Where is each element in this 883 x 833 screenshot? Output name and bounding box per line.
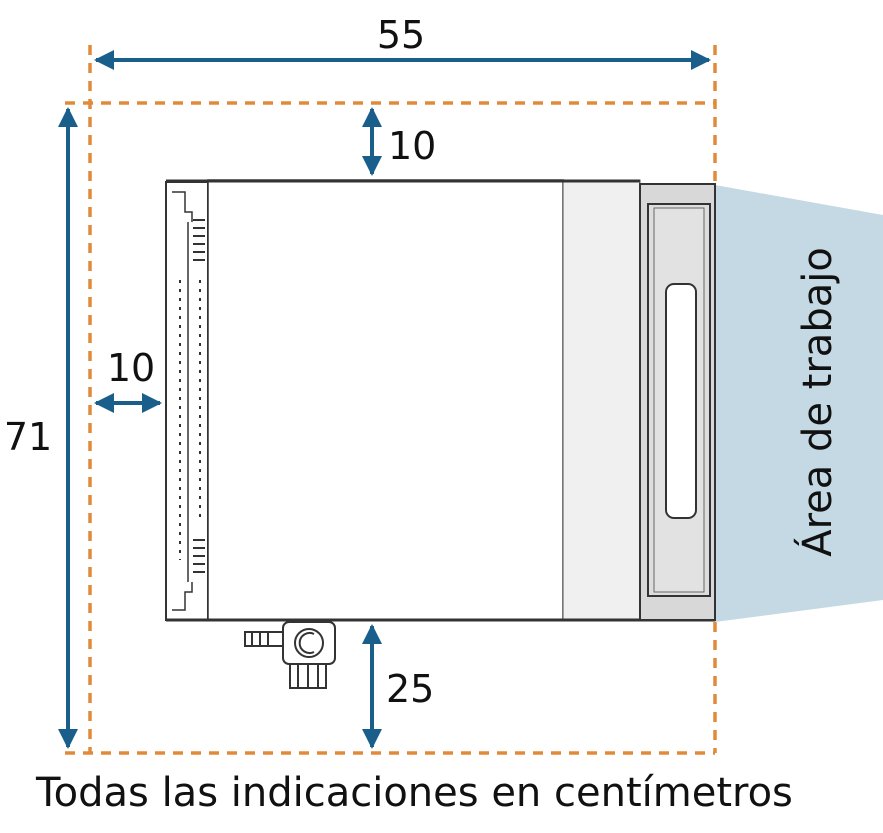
drain-valve bbox=[244, 621, 336, 689]
work-area-region bbox=[715, 185, 883, 622]
work-area-label: Área de trabajo bbox=[793, 247, 841, 557]
total-width-label: 55 bbox=[377, 13, 425, 57]
device-rear-bracket-top bbox=[172, 191, 193, 222]
vent-slots bbox=[193, 219, 205, 573]
vent-dots bbox=[179, 280, 201, 560]
side-clearance-label: 10 bbox=[107, 346, 155, 390]
bottom-clearance-label: 25 bbox=[386, 667, 434, 711]
top-clearance-label: 10 bbox=[388, 124, 436, 168]
door-window bbox=[665, 283, 697, 519]
units-caption: Todas las indicaciones en centímetros bbox=[35, 770, 793, 816]
device bbox=[165, 179, 716, 689]
device-rear-bracket-bottom bbox=[172, 582, 193, 611]
dimension-arrows bbox=[58, 50, 711, 749]
clearance-boundary bbox=[65, 45, 717, 755]
total-height-label: 71 bbox=[4, 415, 52, 459]
device-body bbox=[207, 179, 564, 621]
valve-knob-mark bbox=[298, 632, 315, 654]
device-side-section bbox=[562, 179, 641, 621]
device-rear-panel bbox=[165, 181, 209, 621]
